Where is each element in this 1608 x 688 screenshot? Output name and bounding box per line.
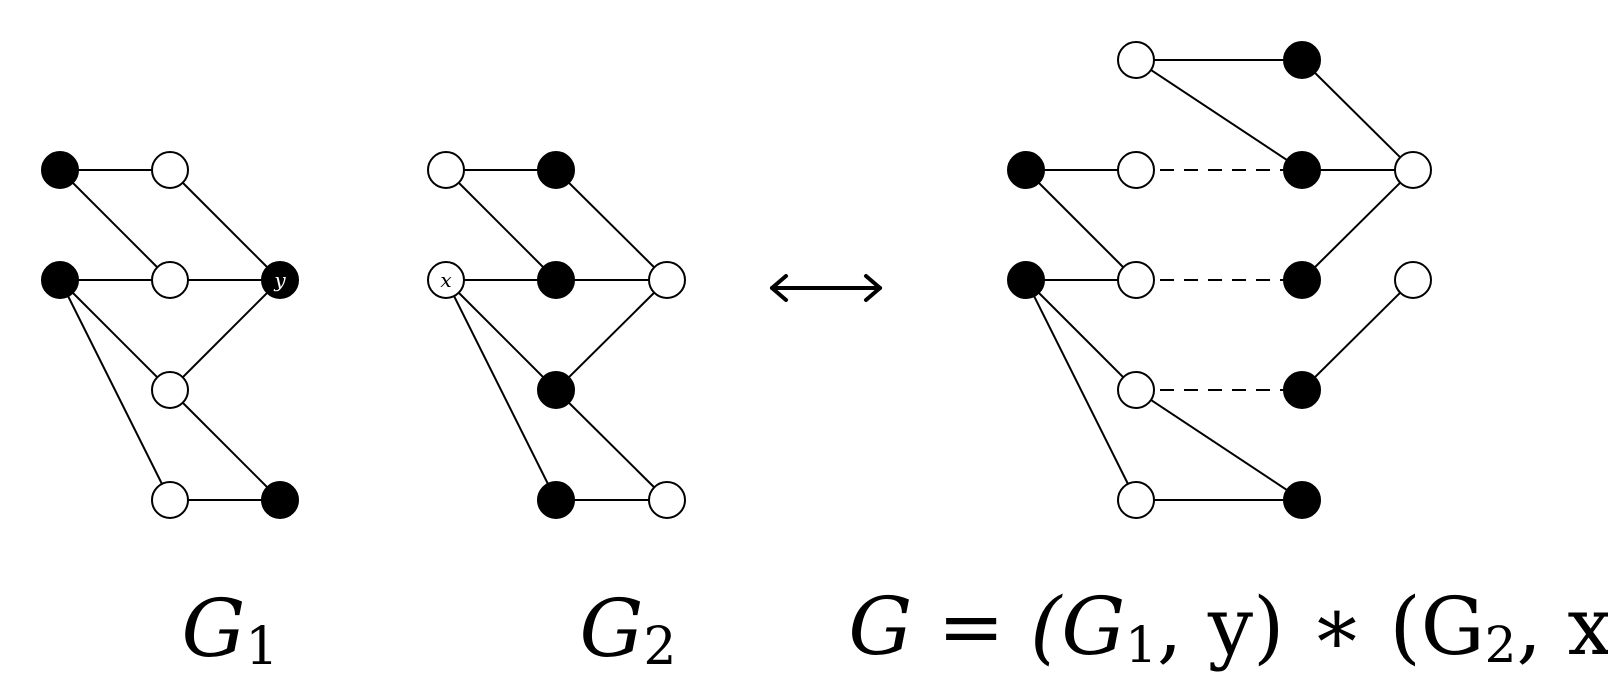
g-node-o2 <box>1394 261 1432 299</box>
g-node-m3 <box>1117 371 1155 409</box>
g1-node-a1 <box>41 151 79 189</box>
g2-edge-p1-q2 <box>445 169 557 281</box>
long-left-right-arrow-icon <box>770 274 882 302</box>
g-node-n4 <box>1283 481 1321 519</box>
g2-nodes: x <box>427 151 686 519</box>
g1-node-b3 <box>151 371 189 409</box>
g-node-k2 <box>1007 261 1045 299</box>
g-node-m0 <box>1117 41 1155 79</box>
g2-edge-x-q4 <box>445 279 557 501</box>
g2-edge-x-q3 <box>445 279 557 391</box>
g1-edge-a2-b4 <box>59 279 171 501</box>
g-node-n3 <box>1283 371 1321 409</box>
g2-node-x <box>427 261 465 299</box>
g1-nodes: y <box>41 151 299 519</box>
g1-node-y <box>261 261 299 299</box>
g2-node-r4 <box>648 481 686 519</box>
g1-caption: G1 <box>182 582 279 677</box>
g-nodes <box>1007 41 1432 519</box>
g2-node-q1 <box>537 151 575 189</box>
g-node-o1 <box>1394 151 1432 189</box>
g-edge-k1-m2 <box>1025 169 1137 281</box>
g-node-n1 <box>1283 151 1321 189</box>
g1-node-c4 <box>261 481 299 519</box>
g-node-n0 <box>1283 41 1321 79</box>
g1-edge-a1-b2 <box>59 169 171 281</box>
g2-node-q3 <box>537 371 575 409</box>
g-caption: G = (G1, y) ∗ (G2, x) <box>848 580 1608 674</box>
g1-edge-b1-y <box>169 169 281 281</box>
g2-node-q2 <box>537 261 575 299</box>
g2-node-p1 <box>427 151 465 189</box>
g-node-m2 <box>1117 261 1155 299</box>
g-edge-m0-n1 <box>1135 59 1303 171</box>
g-edge-o1-n2 <box>1301 169 1414 281</box>
g1-edge-b3-y <box>169 279 281 391</box>
g2-edges <box>445 169 668 501</box>
g-edge-k2-m4 <box>1025 279 1137 501</box>
g2-node-label-x: x <box>440 268 451 292</box>
g1-node-label-y: y <box>273 268 286 292</box>
g1-node-b1 <box>151 151 189 189</box>
g2-edge-q1-r2 <box>555 169 668 281</box>
g1-node-b2 <box>151 261 189 299</box>
g-node-m1 <box>1117 151 1155 189</box>
g-edge-o2-n3 <box>1301 279 1414 391</box>
g-node-m4 <box>1117 481 1155 519</box>
g-edge-k2-m3 <box>1025 279 1137 391</box>
g2-node-q4 <box>537 481 575 519</box>
g2-edge-q3-r4 <box>555 389 668 501</box>
g-node-k1 <box>1007 151 1045 189</box>
g-edge-m3-n4 <box>1135 389 1303 501</box>
g1-edge-b3-c4 <box>169 389 281 501</box>
g-edge-n0-o1 <box>1301 59 1414 171</box>
g-edges <box>1025 59 1414 501</box>
g2-node-r2 <box>648 261 686 299</box>
g1-node-b4 <box>151 481 189 519</box>
g1-edges <box>59 169 281 501</box>
g1-edge-a2-b3 <box>59 279 171 391</box>
g1-node-a2 <box>41 261 79 299</box>
g2-edge-q3-r2 <box>555 279 668 391</box>
g-node-n2 <box>1283 261 1321 299</box>
g2-caption: G2 <box>580 582 677 677</box>
